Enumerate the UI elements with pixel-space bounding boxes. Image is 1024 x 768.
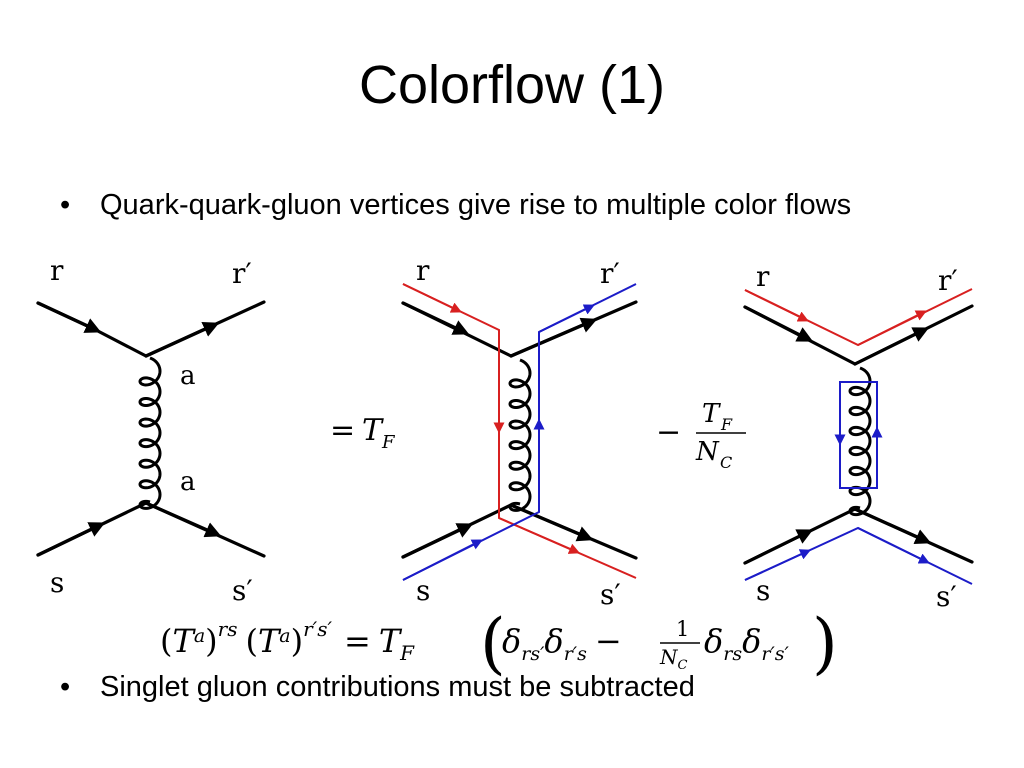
label-r: r: [416, 254, 430, 287]
paren-close-2: ): [291, 622, 303, 660]
fraction-sub-c: C: [678, 658, 688, 673]
fraction-one: 1: [676, 617, 689, 641]
bullet-text: Quark-quark-gluon vertices give rise to …: [100, 189, 852, 221]
formula-t: T: [379, 622, 403, 660]
label-r-prime: r′: [600, 257, 620, 290]
numerator-t: T: [702, 399, 721, 429]
delta-3: δ: [704, 622, 723, 660]
delta-4: δ: [742, 622, 761, 660]
color-identity-formula: (Ta)rs(Ta)r′s′=TF ( δrs′δr′s− 1 NC δrsδr…: [160, 605, 838, 682]
superscript-a-2: a: [279, 625, 290, 647]
diagram-2: r r′ s s′: [401, 254, 638, 611]
red-flow-arrow-3: [498, 517, 581, 554]
blue-color-flow: [402, 283, 637, 581]
bullet-singlet: • Singlet gluon contributions must be su…: [60, 668, 960, 706]
quark-line-r-in-arrow: [401, 301, 470, 335]
quark-line-s-out-arrow: [144, 501, 222, 538]
delta-1: δ: [502, 622, 521, 660]
paren-open-2: (: [245, 622, 257, 660]
subscript-f: F: [381, 432, 396, 453]
formula-delta-terms: δrs′δr′s−: [502, 622, 622, 665]
quark-line-r-out-arrow: [509, 317, 598, 358]
numerator-subscript-f: F: [720, 415, 733, 434]
label-r-prime: r′: [938, 264, 958, 297]
red-flow-arrow-1: [744, 289, 809, 322]
quark-line-s-out-arrow: [509, 503, 594, 542]
red-color-flow: [744, 288, 973, 347]
slide-title: Colorflow (1): [358, 55, 666, 115]
quark-line-r-in-arrow: [743, 305, 814, 342]
quark-line-s-in-arrow: [743, 529, 814, 565]
quark-line-r-in-arrow: [36, 301, 102, 333]
red-flow-arrow-2: [857, 310, 927, 346]
quark-line-r-out-arrow: [853, 327, 930, 366]
delta-2: δ: [544, 622, 563, 660]
blue-flow-arrow-1: [402, 539, 483, 581]
matrix-t: T: [172, 622, 196, 660]
blue-flow-arrow-3: [538, 304, 595, 333]
label-r: r: [50, 254, 64, 287]
label-s: s: [50, 566, 64, 599]
quark-line-r-out-arrow: [144, 322, 220, 358]
bullet-color-flows: • Quark-quark-gluon vertices give rise t…: [60, 186, 920, 224]
red-flow-arrow-1: [402, 283, 462, 313]
symbol-t: T: [362, 413, 384, 448]
label-s: s: [756, 574, 770, 607]
superscript-rs: rs: [218, 617, 238, 641]
formula-equals: =: [344, 622, 371, 660]
gluon-line: [508, 358, 532, 512]
label-r-prime: r′: [232, 257, 252, 290]
superscript-a: a: [194, 625, 205, 647]
big-paren-close: ): [812, 605, 838, 682]
diagram-1: r r′ s s′ a a: [36, 254, 266, 607]
big-paren-open: (: [480, 605, 506, 682]
label-s-prime: s′: [936, 580, 957, 613]
gluon-line: [138, 356, 162, 510]
bullet-text: Singlet gluon contributions must be subt…: [100, 671, 695, 703]
diagram-3: r r′ s s′: [743, 260, 974, 613]
quark-line-s-out-arrow: [853, 507, 932, 545]
blue-flow-arrow-2: [857, 527, 930, 564]
label-r: r: [756, 260, 770, 293]
minus-sign: −: [656, 415, 681, 450]
quark-line-s-in-arrow: [36, 522, 106, 557]
label-a-top: a: [180, 361, 196, 391]
label-a-bottom: a: [180, 467, 196, 497]
fraction-n: N: [659, 645, 679, 669]
matrix-t-2: T: [258, 622, 282, 660]
formula-minus: −: [595, 622, 622, 660]
denominator-n: N: [695, 437, 720, 467]
formula-delta-terms-2: δrsδr′s′: [704, 622, 790, 665]
bullet-icon: •: [60, 671, 71, 703]
fraction-denominator: NC: [659, 645, 688, 673]
label-s-prime: s′: [232, 574, 253, 607]
paren-close: ): [205, 622, 217, 660]
blue-flow-arrow-1: [744, 549, 811, 581]
factor-tf: = T F: [330, 413, 396, 453]
bullet-icon: •: [60, 189, 71, 221]
blue-color-flow: [744, 526, 973, 585]
equals-sign: =: [330, 413, 355, 448]
superscript-rps: r′s′: [303, 617, 332, 641]
label-s: s: [416, 574, 430, 607]
quark-line-s-in-arrow: [401, 523, 474, 559]
paren-open: (: [160, 622, 172, 660]
formula-lhs: (Ta)rs(Ta)r′s′=TF: [160, 617, 415, 665]
gluon-line: [848, 366, 872, 517]
factor-tf-over-nc: − T F N C: [656, 399, 746, 472]
denominator-subscript-c: C: [720, 453, 732, 472]
delta-3-sub: rs: [723, 643, 742, 665]
label-s-prime: s′: [600, 578, 621, 611]
delta-4-sub: r′s′: [761, 643, 789, 665]
delta-1-sub: rs′: [521, 643, 545, 665]
formula-sub-f: F: [399, 641, 415, 665]
red-color-flow: [402, 283, 637, 579]
delta-2-sub: r′s: [564, 643, 587, 665]
